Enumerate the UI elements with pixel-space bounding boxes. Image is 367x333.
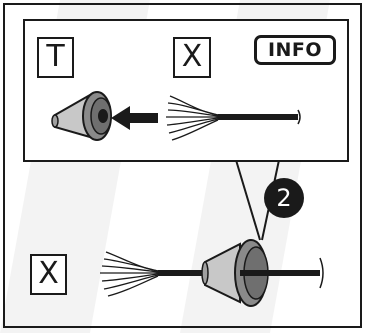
grommet-icon xyxy=(51,91,112,141)
grommet-label-box: T xyxy=(37,37,74,78)
outer-frame xyxy=(3,3,362,328)
stripped-cable-icon xyxy=(166,95,301,141)
cable-label-box: X xyxy=(173,37,211,78)
arrow-left-icon xyxy=(111,106,158,130)
info-badge: INFO xyxy=(254,35,336,65)
grommet-icon xyxy=(201,239,320,307)
cable-label-box-bottom: X xyxy=(30,254,67,295)
step-number-badge: 2 xyxy=(264,178,304,218)
